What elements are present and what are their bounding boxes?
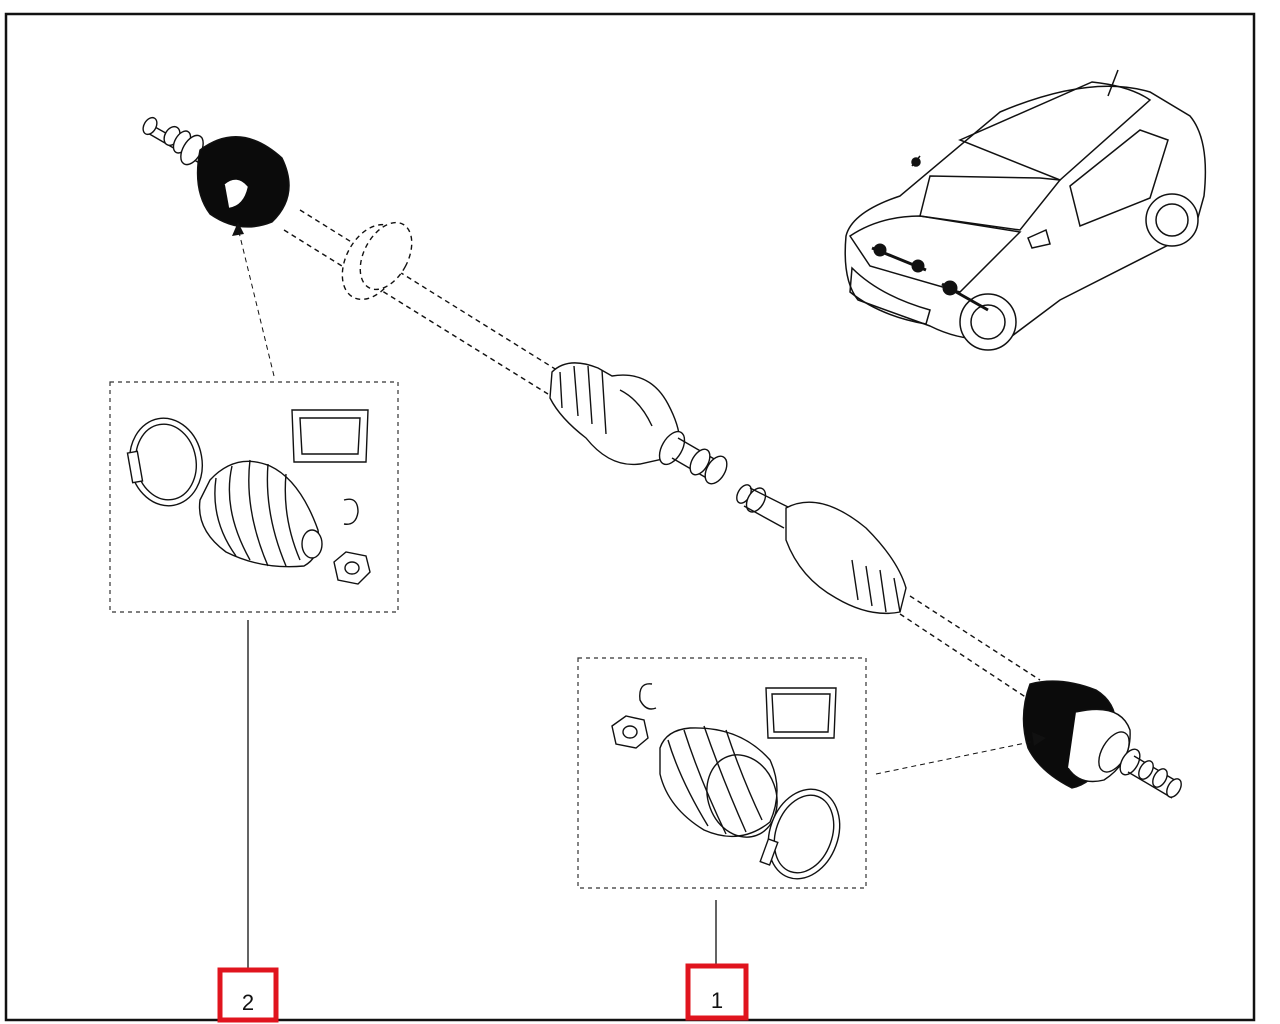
diagram-frame [4, 12, 1256, 1022]
callout-leader-lines [247, 620, 717, 972]
vehicle-front-wheel [959, 293, 1017, 351]
vehicle-location-view [844, 69, 1207, 351]
inner-kit-boot [198, 459, 323, 568]
vehicle-rear-wheel [1145, 193, 1199, 247]
vehicle-drive-shafts-highlight [871, 243, 989, 312]
callout-1-box [685, 963, 749, 1021]
inner-kit-clamp-ring [126, 417, 203, 507]
vehicle-mirror [1027, 228, 1051, 249]
leader-arrow-right [1032, 732, 1046, 746]
callout-1[interactable]: 1 [685, 963, 749, 1021]
leader-arrow-left [232, 222, 244, 236]
vehicle-roof [958, 81, 1152, 181]
drive-shaft-assembly [142, 116, 1182, 799]
outer-kit-boot [659, 725, 778, 838]
callout-2-label: 2 [242, 990, 254, 1015]
right-shaft [899, 595, 1041, 701]
outer-kit-clamp-ring [759, 788, 841, 880]
left-outer-cv-joint [142, 116, 290, 228]
outer-kit-dashed-frame [577, 657, 867, 889]
outer-cv-joint-boot-kit [577, 657, 867, 889]
inner-kit-hub-nut [333, 551, 371, 585]
callout-2-box [217, 967, 279, 1023]
vehicle-grille [849, 266, 931, 325]
outer-kit-snap-ring [639, 683, 657, 710]
inner-cv-joint-boot-kit [109, 381, 399, 613]
center-inner-cv-joint-right [736, 484, 907, 615]
right-outer-cv-joint [1022, 680, 1182, 799]
center-inner-cv-joint-left [549, 362, 728, 485]
vehicle-side-windows [1069, 129, 1169, 228]
vehicle-windshield [919, 175, 1062, 231]
inner-kit-dashed-frame [109, 381, 399, 613]
damper-ring [341, 221, 413, 301]
callout-1-label: 1 [711, 988, 723, 1013]
outer-kit-grease-packet [765, 687, 837, 739]
kit-leader-lines [237, 227, 1041, 775]
left-shaft [283, 209, 561, 395]
outer-kit-hub-nut [611, 715, 649, 749]
callout-2[interactable]: 2 [217, 967, 279, 1023]
vehicle-hood [848, 215, 1022, 293]
inner-kit-snap-ring [343, 498, 359, 525]
inner-kit-grease-packet [291, 409, 369, 463]
